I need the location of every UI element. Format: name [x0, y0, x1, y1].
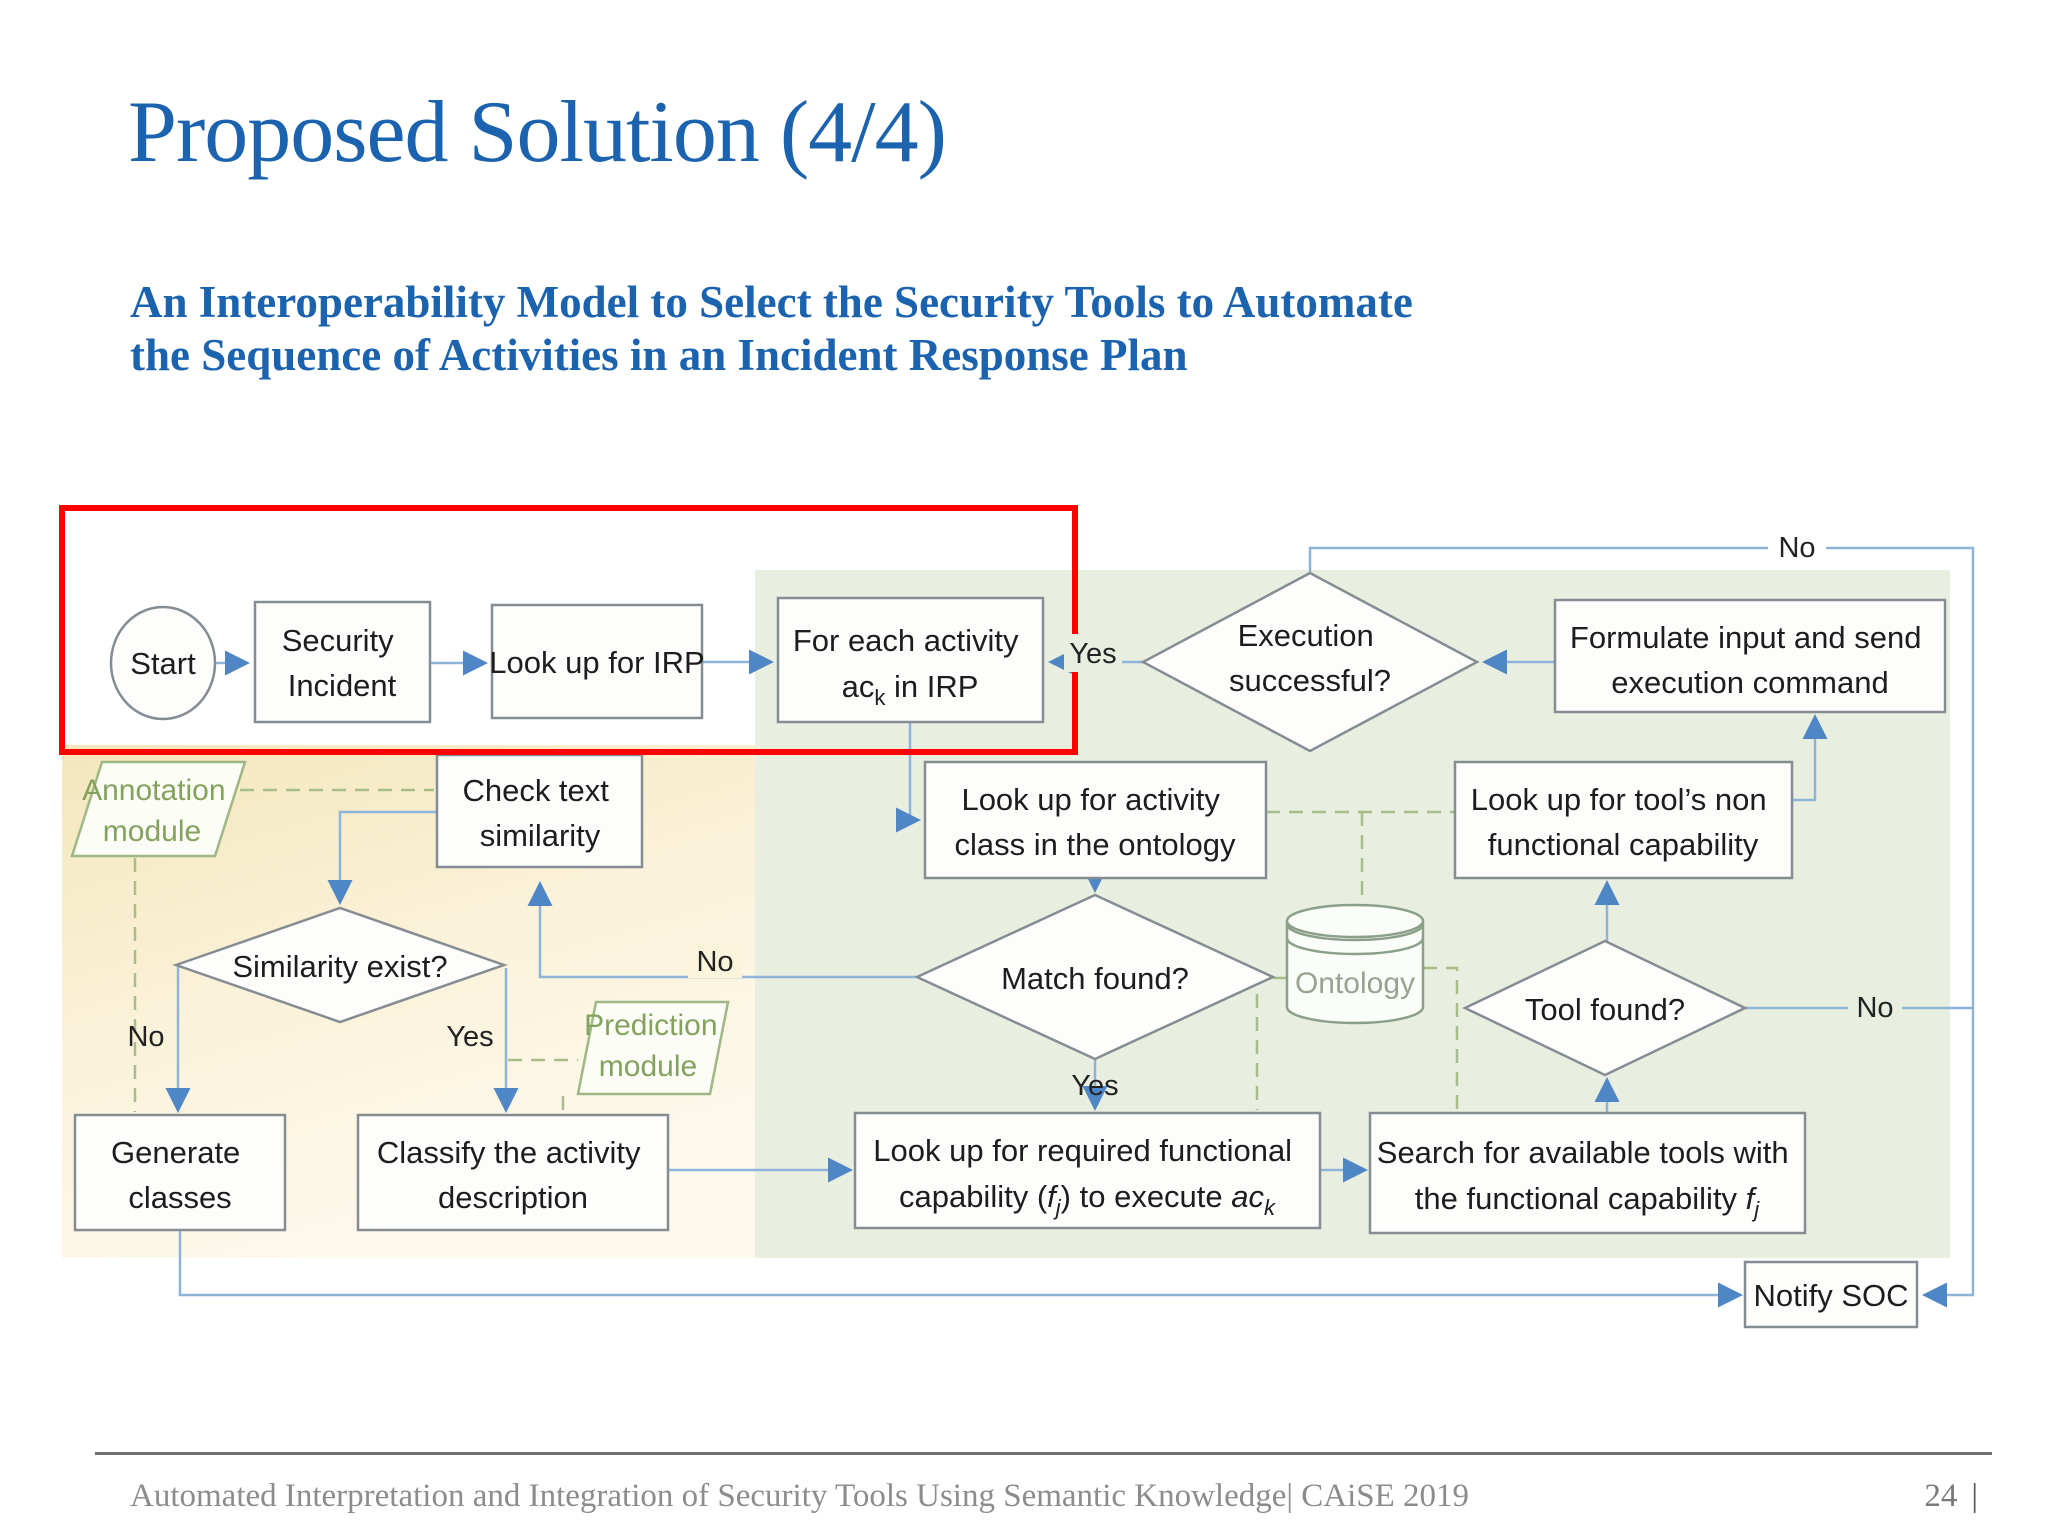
classify-activity-node	[356, 1113, 670, 1232]
for-each-activity-node	[776, 596, 1045, 724]
non-to-formulate-arrow	[1792, 714, 1828, 802]
lookup-tool-non-functional-node	[1453, 760, 1794, 880]
no-tool-bg	[1848, 990, 1902, 1024]
ontology-right-dashed-line	[1423, 966, 1459, 1110]
notify-soc-label: Notify SOC	[1753, 1278, 1908, 1313]
no-match-label: No	[696, 946, 733, 978]
search-available-tools-label: Search for available tools with the func…	[1377, 1135, 1797, 1222]
lookup-irp-node	[490, 603, 704, 720]
no-match-bg	[688, 944, 742, 978]
formulate-input-node	[1553, 598, 1947, 714]
match-found-label: Match found?	[1001, 961, 1189, 996]
page-number: 24	[1924, 1478, 1958, 1514]
execution-successful-decision	[1140, 571, 1480, 753]
subtitle-line-2: the Sequence of Activities in an Inciden…	[130, 330, 1188, 381]
similarity-exist-decision	[172, 906, 508, 1024]
flow-connectors	[165, 546, 1975, 1308]
yes-exec-bg	[1064, 634, 1122, 672]
yes-exec-label: Yes	[1069, 638, 1116, 670]
lookup-required-capability-node	[853, 1111, 1322, 1230]
for-each-activity-label: For each activity ack in IRP	[793, 623, 1027, 710]
lookup-irp-label: Look up for IRP	[489, 645, 704, 680]
classify-activity-label: Classify the activity description	[377, 1135, 649, 1215]
lookup-tool-non-functional-label: Look up for tool’s non functional capabi…	[1471, 782, 1776, 862]
check-to-similarity-arrow	[327, 810, 437, 905]
annotation-module-label: Annotation module	[82, 774, 234, 848]
prediction-module-shape	[576, 1000, 730, 1096]
no-top-bg	[1768, 528, 1826, 564]
generate-classes-label: Generate classes	[111, 1135, 249, 1215]
formulate-input-label: Formulate input and send execution comma…	[1570, 620, 1930, 700]
yes-similarity-label: Yes	[446, 1021, 493, 1053]
no-top-label: No	[1778, 532, 1815, 564]
ontology-database	[1285, 903, 1425, 1025]
annotation-module-shape	[70, 760, 247, 858]
prediction-module-label: Prediction module	[584, 1009, 726, 1083]
security-incident-node	[253, 600, 432, 724]
execution-successful-label: Execution successful?	[1229, 618, 1391, 698]
footer-text: Automated Interpretation and Integration…	[130, 1478, 1470, 1514]
ontology-top-dashed-line	[1266, 810, 1455, 902]
notify-soc-node	[1743, 1260, 1919, 1329]
exec-no-loop-line	[1308, 546, 1975, 1308]
tool-found-label: Tool found?	[1525, 992, 1685, 1027]
start-node	[109, 605, 217, 721]
lookup-activity-class-label: Look up for activity class in the ontolo…	[955, 782, 1236, 862]
match-found-decision	[914, 893, 1276, 1061]
footer-page: 24 |	[1924, 1478, 1978, 1515]
slide-subtitle: An Interoperability Model to Select the …	[130, 276, 1413, 382]
ontology-cylinder-body	[1285, 921, 1425, 1025]
page-separator: |	[1971, 1478, 1978, 1514]
footer: Automated Interpretation and Integration…	[130, 1478, 1978, 1515]
no-tool-label: No	[1856, 992, 1893, 1024]
generate-classes-node	[73, 1113, 287, 1232]
ontology-cylinder-ring2	[1285, 937, 1425, 956]
yes-match-label: Yes	[1071, 1070, 1118, 1102]
subtitle-line-1: An Interoperability Model to Select the …	[130, 277, 1413, 327]
page-title: Proposed Solution (4/4)	[128, 84, 947, 181]
footer-divider	[95, 1452, 1992, 1455]
ontology-label: Ontology	[1295, 967, 1415, 1000]
tool-found-decision	[1462, 939, 1748, 1077]
lookup-activity-class-node	[923, 760, 1268, 880]
similarity-exist-label: Similarity exist?	[232, 949, 447, 984]
ontology-cylinder-top	[1285, 903, 1425, 939]
lookup-required-capability-label: Look up for required functional capabili…	[873, 1133, 1300, 1220]
start-label: Start	[130, 646, 196, 681]
highlight-red-rectangle	[59, 505, 1078, 755]
check-text-similarity-label: Check text similarity	[462, 773, 617, 853]
security-incident-label: Security Incident	[282, 623, 403, 703]
no-similarity-label: No	[127, 1021, 164, 1053]
generate-to-notify-line	[178, 1230, 1743, 1308]
match-no-arrow	[527, 881, 917, 979]
search-available-tools-node	[1368, 1111, 1807, 1235]
ontology-cylinder-ring1	[1285, 923, 1425, 942]
